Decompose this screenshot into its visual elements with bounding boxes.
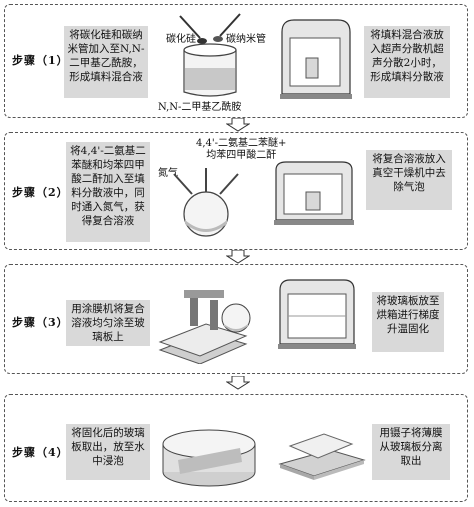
reagents-line-1: 4,4'-二氨基二苯醚+	[196, 138, 287, 149]
step-1-label: 步骤（1）	[12, 54, 69, 67]
step-3-left-text: 用涂膜机将复合溶液均匀涂至玻璃板上	[66, 300, 150, 346]
step-3-right-text: 将玻璃板放至烘箱进行梯度升温固化	[372, 292, 444, 352]
down-arrow-icon	[226, 376, 250, 390]
cnt-label: 碳纳米管	[226, 34, 266, 45]
reagents-line-2: 均苯四甲酸二酐	[206, 150, 277, 161]
down-arrow-icon	[226, 250, 250, 264]
step-2-left-text: 将4,4'-二氨基二苯醚和均苯四甲酸二酐加入至填料分散液中，同时通入氮气，获得复…	[66, 142, 150, 242]
oven-icon	[278, 279, 356, 349]
reagents-label: 4,4'-二氨基二苯醚+ 均苯四甲酸二酐	[196, 138, 286, 162]
vacuum-dryer-icon	[274, 161, 354, 225]
down-arrow-icon	[226, 118, 250, 132]
beaker-with-spoons-icon	[179, 13, 241, 97]
step-1-right-text: 将填料混合液放入超声分散机超声分散2小时，形成填料分散液	[364, 26, 450, 98]
glass-plate-film-icon	[278, 433, 366, 480]
dmac-label: N,N-二甲基乙酰胺	[158, 102, 242, 113]
step-4-label: 步骤（4）	[12, 446, 69, 459]
water-tray-icon	[162, 429, 256, 487]
nitrogen-label: 氮气	[158, 168, 178, 179]
three-neck-flask-icon	[173, 168, 239, 237]
step-2-label: 步骤（2）	[12, 186, 69, 199]
ultrasonic-disperser-icon	[280, 19, 352, 99]
step-4-left-text: 将固化后的玻璃板取出，放至水中浸泡	[66, 424, 150, 480]
film-coater-icon	[158, 290, 251, 364]
step-1-left-text: 将碳化硅和碳纳米管加入至N,N-二甲基乙酰胺，形成填料混合液	[64, 26, 148, 98]
step-2-right-text: 将复合溶液放入真空干燥机中去除气泡	[366, 150, 452, 210]
sic-label: 碳化硅	[166, 34, 196, 45]
step-3-label: 步骤（3）	[12, 316, 69, 329]
step-4-right-text: 用镊子将薄膜从玻璃板分离取出	[372, 424, 450, 480]
